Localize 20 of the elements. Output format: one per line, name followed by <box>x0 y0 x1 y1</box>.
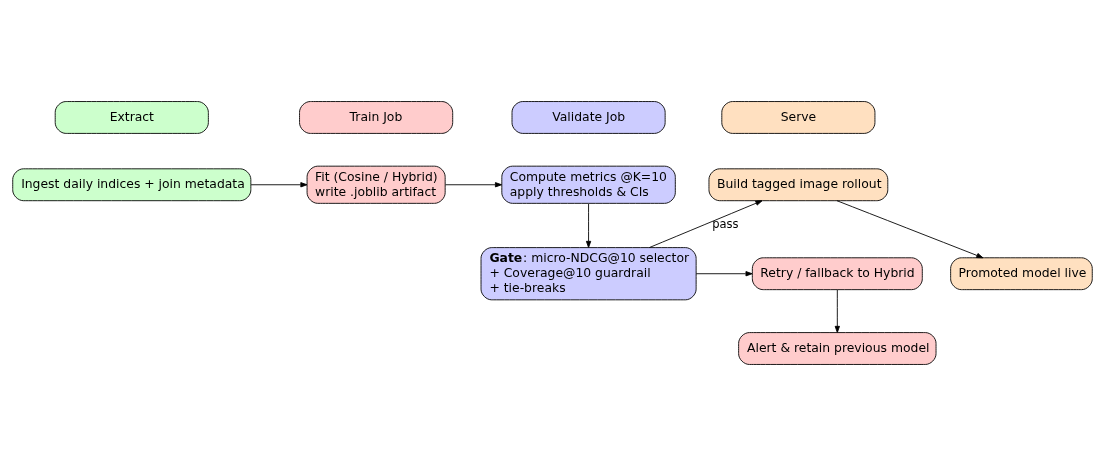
arrow <box>695 270 753 276</box>
arrow <box>444 181 503 187</box>
node-box: Retry / fallback to Hybrid <box>751 256 923 290</box>
arrow <box>834 288 840 333</box>
arrow <box>250 181 308 187</box>
node-box: Extract <box>54 100 209 134</box>
node-box: Fit (Cosine / Hybrid) write .joblib artifact <box>306 165 446 204</box>
node-box: Gate: micro-NDCG@10 selector + Coverage@10 guardrail + tie-breaks <box>480 246 697 300</box>
node-box: Validate Job <box>511 100 666 134</box>
arrow <box>836 199 984 258</box>
arrow <box>585 202 592 248</box>
arrow <box>649 199 763 248</box>
node-box: Serve <box>721 100 876 134</box>
node-box: Promoted model live <box>950 256 1093 290</box>
node-box: Train Job <box>299 100 454 134</box>
node-box: Alert & retain previous model <box>738 331 937 365</box>
node-box: Ingest daily indices + join metadata <box>12 167 252 201</box>
node-box: Build tagged image rollout <box>708 167 889 201</box>
edge-label: pass <box>712 216 739 231</box>
node-box: Compute metrics @K=10 apply thresholds & CIs <box>501 165 676 204</box>
